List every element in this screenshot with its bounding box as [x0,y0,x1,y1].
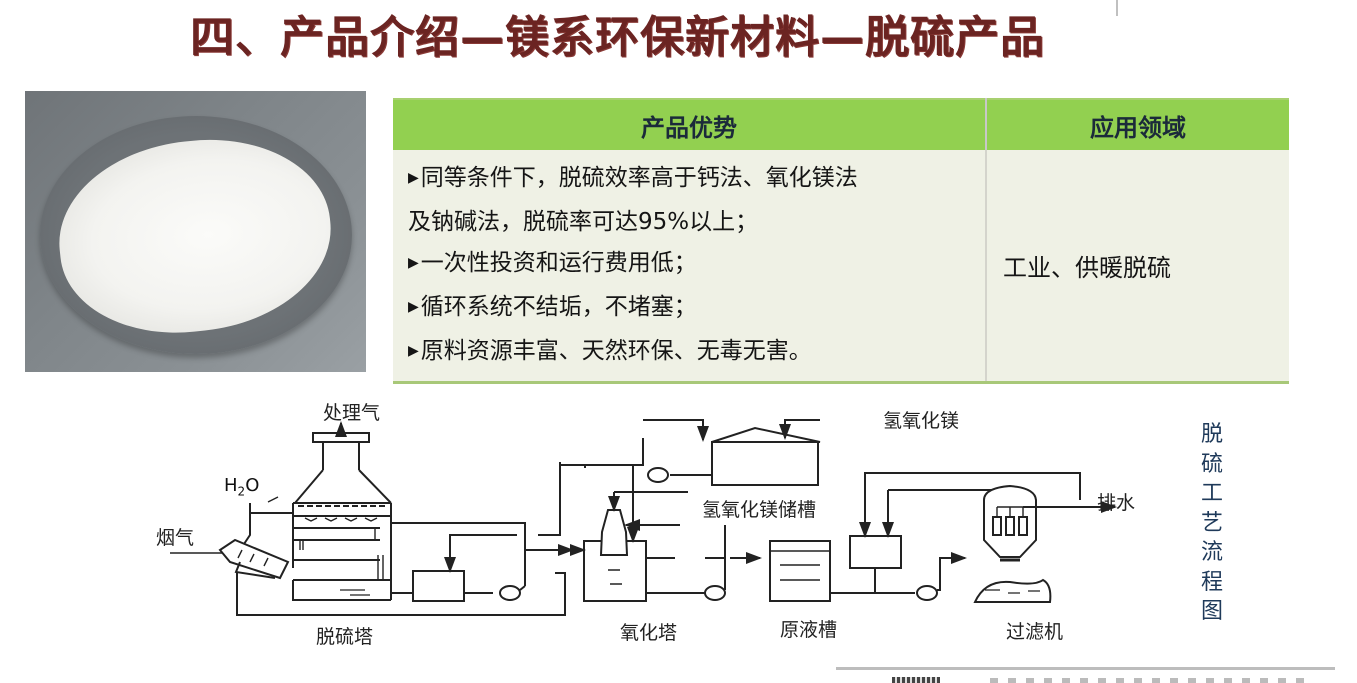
bullet-icon: ▶ [408,343,419,359]
label-oxidation-tower: 氧化塔 [620,622,678,644]
diagram-vertical-title: 脱 硫 工 艺 流 程 图 [1200,422,1223,624]
title-divider [1116,0,1118,16]
advantage-item: ▶循环系统不结垢，不堵塞； [408,294,697,320]
header-advantages: 产品优势 [393,98,987,150]
slide-title: 四、产品介绍—镁系环保新材料—脱硫产品 [190,12,1045,63]
header-application: 应用领域 [986,98,1289,150]
desulfurization-tower-shape [292,421,392,601]
process-flow-svg [170,419,1117,616]
label-water: H2O [224,475,260,499]
label-desulfurization-tower: 脱硫塔 [316,626,374,648]
label-treated-gas: 处理气 [323,402,381,424]
label-raw-liquid-tank: 原液槽 [780,619,838,641]
advantages-cell: ▶同等条件下，脱硫效率高于钙法、氧化镁法 及钠碱法，脱硫率可达95%以上； ▶一… [393,150,987,384]
advantage-item: ▶原料资源丰富、天然环保、无毒无害。 [408,338,812,364]
advantage-item-continued: 及钠碱法，脱硫率可达95%以上； [408,209,759,235]
application-text: 工业、供暖脱硫 [1003,254,1171,282]
advantage-item: ▶同等条件下，脱硫效率高于钙法、氧化镁法 [408,165,858,191]
footer-text-cutoff [990,678,1310,683]
bullet-icon: ▶ [408,299,419,315]
advantage-item: ▶一次性投资和运行费用低； [408,250,697,276]
label-flue-gas: 烟气 [156,527,195,549]
label-mg-hydroxide: 氢氧化镁 [883,410,960,432]
application-cell: 工业、供暖脱硫 [986,150,1289,384]
label-mg-hydroxide-tank: 氢氧化镁储槽 [702,495,817,522]
product-table: 产品优势 应用领域 ▶同等条件下，脱硫效率高于钙法、氧化镁法 及钠碱法，脱硫率可… [393,98,1289,384]
label-drainage: 排水 [1097,492,1136,514]
label-filter: 过滤机 [1006,621,1064,643]
product-photo [25,91,366,372]
process-flow-diagram: 处理气 H2O 烟气 脱硫塔 氢氧化镁 氢氧化镁储槽 氧化塔 原液槽 排水 过滤… [140,390,1140,660]
footer-divider [836,667,1335,670]
footer-qr-icon [892,677,940,683]
bullet-icon: ▶ [408,255,419,271]
bullet-icon: ▶ [408,170,419,186]
